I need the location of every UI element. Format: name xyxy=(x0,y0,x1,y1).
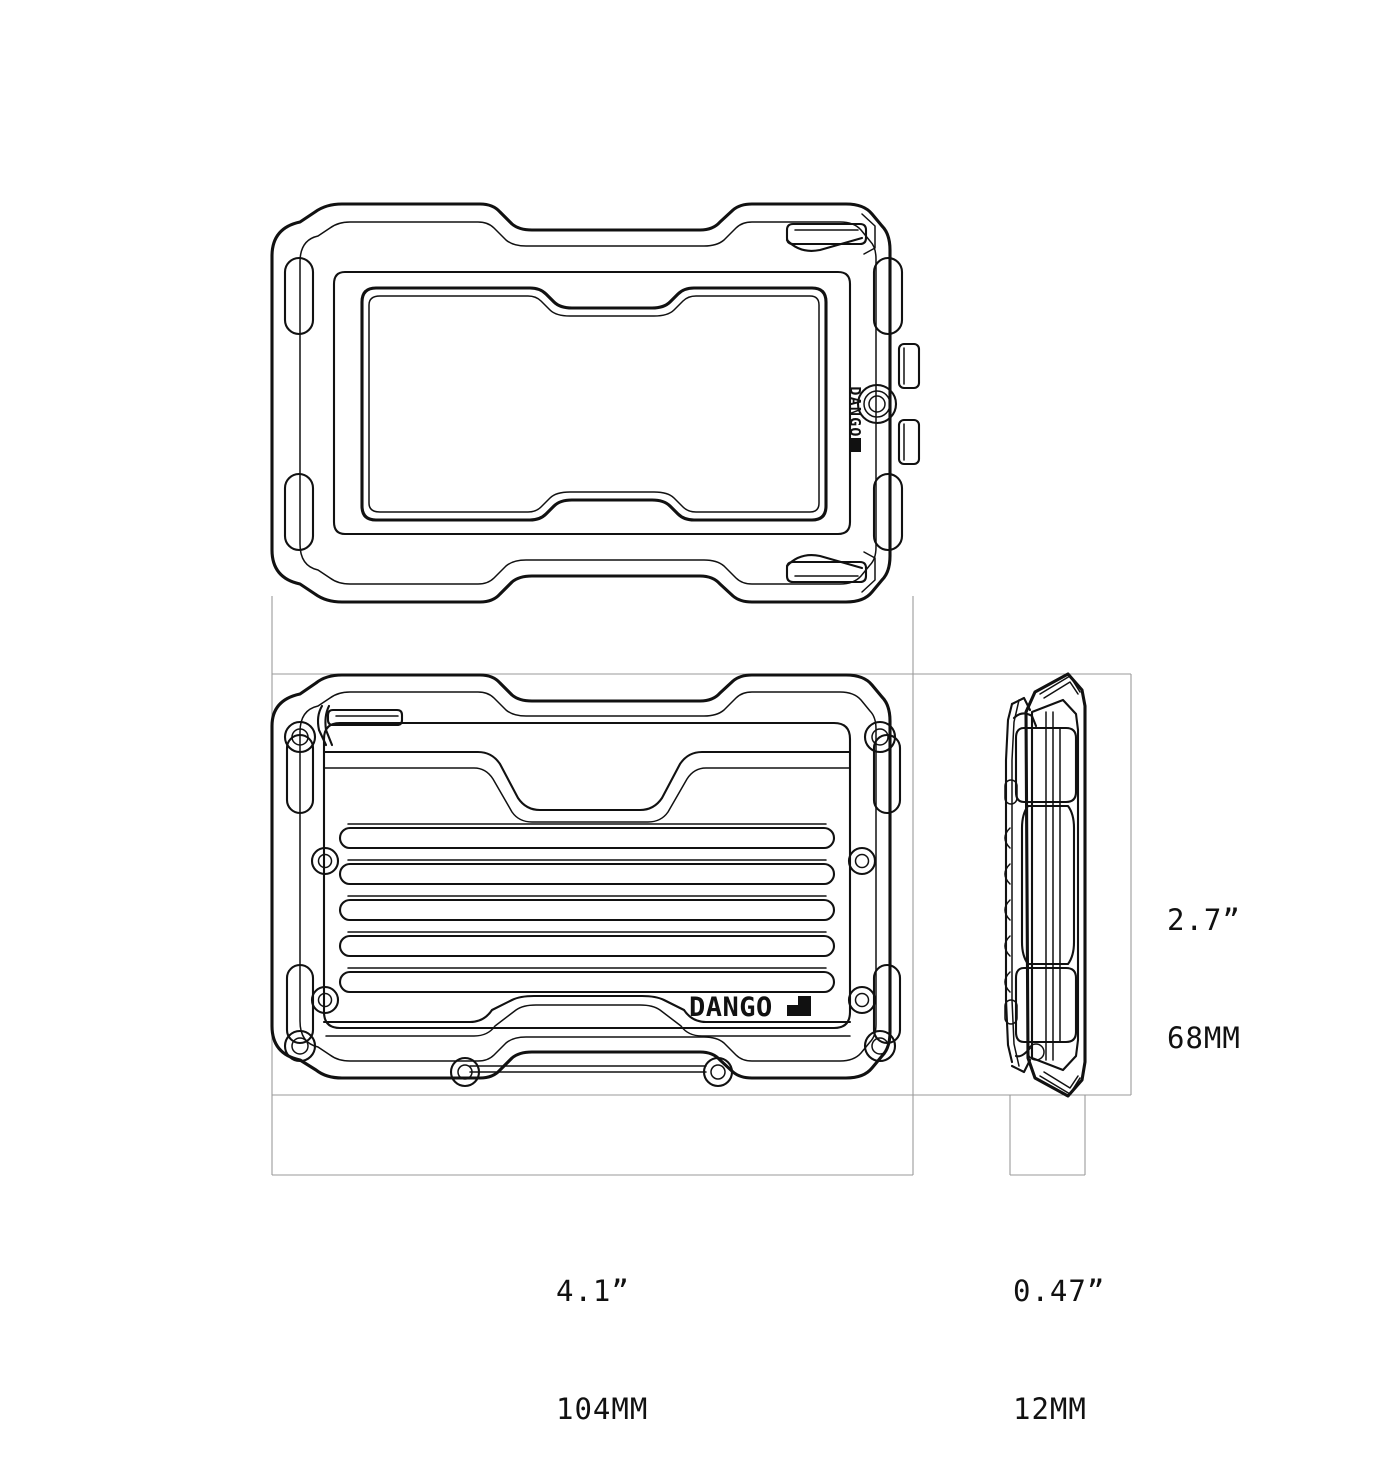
dimension-label-height: 2.7” 68MM xyxy=(1167,823,1241,1097)
latch-clip-top xyxy=(785,213,876,255)
view-side xyxy=(1004,672,1087,1098)
svg-text:DANGO: DANGO xyxy=(689,992,773,1023)
ribs-bottom-view xyxy=(338,823,836,994)
dimension-label-width: 4.1” 104MM xyxy=(556,1194,648,1468)
view-top: DANGO xyxy=(270,202,921,604)
dimension-width-metric: 104MM xyxy=(556,1391,649,1426)
corner-bumpers-top-view xyxy=(283,256,904,552)
latch-clip-bottom xyxy=(785,551,876,593)
dimension-height-metric: 68MM xyxy=(1167,1020,1241,1055)
top-notch-bottom-view xyxy=(322,750,852,823)
technical-drawing-sheet: .ol { fill:none; stroke:#111111; stroke-… xyxy=(270,202,1132,1176)
rivet-screw-top-view xyxy=(856,383,898,425)
brand-logo-bottom-view: DANGO xyxy=(689,992,811,1023)
side-buttons-top-view xyxy=(897,342,921,466)
svg-text:DANGO: DANGO xyxy=(846,386,864,437)
clip-bar-bottom-view xyxy=(316,704,404,747)
bottom-notch-bottom-view xyxy=(322,994,852,1073)
top-bevel-side-view xyxy=(1010,675,1081,728)
view-bottom: DANGO xyxy=(270,673,902,1088)
brand-text-top-view: DANGO xyxy=(846,386,864,452)
screws-bottom-view xyxy=(283,720,897,1088)
dimension-width-imperial: 4.1” xyxy=(556,1274,630,1309)
bottom-bevel-side-view xyxy=(1010,1043,1081,1095)
dimension-depth-metric: 12MM xyxy=(1013,1391,1087,1426)
edge-scallops-side-view xyxy=(1004,779,1018,1025)
dimension-height-imperial: 2.7” xyxy=(1167,903,1241,938)
dimension-depth-imperial: 0.47” xyxy=(1013,1274,1106,1309)
dimension-label-depth: 0.47” 12MM xyxy=(1013,1194,1105,1468)
